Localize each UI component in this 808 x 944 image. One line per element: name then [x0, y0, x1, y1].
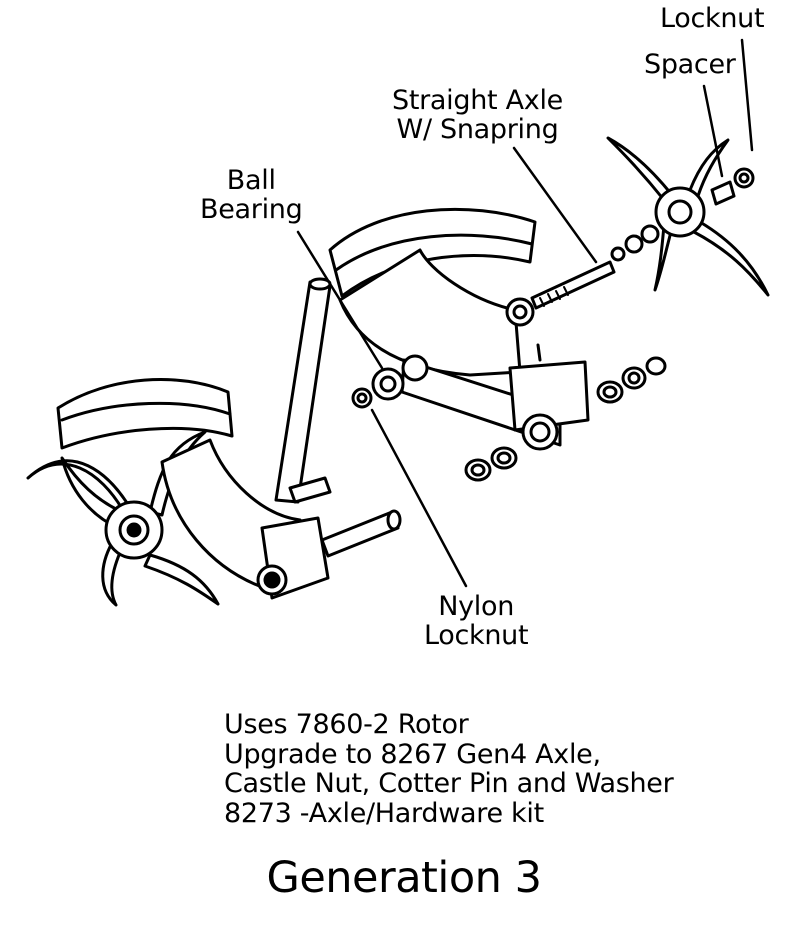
- left-hood-edge: [60, 401, 232, 422]
- note-kit: 8273 -Axle/Hardware kit: [224, 797, 544, 829]
- right-tine-top-left: [606, 136, 674, 202]
- center-cover: [508, 360, 590, 432]
- drive-tube: [274, 280, 332, 504]
- note-upgrade: Upgrade to 8267 Gen4 Axle,: [224, 738, 601, 770]
- leader-straight-axle: [512, 146, 598, 264]
- left-axle-boss-inner: [263, 571, 281, 589]
- caption-generation: Generation 3: [266, 853, 542, 903]
- leader-locknut: [740, 38, 754, 152]
- right-tine-bottom-left: [653, 223, 674, 292]
- label-straight-axle-line1: Straight Axle: [392, 85, 563, 116]
- center-housing-body: [338, 248, 522, 377]
- label-ball-bearing-line1: Ball: [226, 165, 276, 196]
- note-rotor: Uses 7860-2 Rotor: [224, 709, 469, 740]
- right-tine-top-right: [688, 138, 730, 198]
- washer-lower-2-inner: [496, 451, 512, 465]
- washer-right-3: [645, 356, 667, 376]
- center-housing-assembly: [328, 207, 590, 451]
- label-nylon-locknut-line1: Nylon: [438, 591, 515, 622]
- label-straight-axle-line2: W/ Snapring: [396, 114, 559, 145]
- axle-washer-1: [624, 234, 644, 254]
- left-tine-assembly: [26, 277, 402, 607]
- left-tine-bottom-right: [143, 553, 220, 606]
- snapring: [610, 246, 626, 262]
- center-arm-boss: [401, 354, 429, 382]
- right-hub-inner: [667, 199, 693, 225]
- left-hood: [56, 378, 234, 450]
- right-tine-bottom-right: [692, 220, 770, 297]
- label-nylon-locknut: Nylon Locknut: [424, 591, 529, 651]
- loose-hardware: [351, 356, 667, 482]
- left-tine-bottom-left: [101, 541, 124, 607]
- label-spacer: Spacer: [644, 49, 736, 80]
- axle-thread: [539, 286, 569, 307]
- label-outer-locknut: Locknut: [660, 3, 765, 34]
- notes-block: Uses 7860-2 Rotor Upgrade to 8267 Gen4 A…: [224, 709, 674, 829]
- drive-tube-bracket: [288, 476, 332, 504]
- left-hub-nut: [126, 522, 142, 538]
- ball-bearing-part-inner: [379, 375, 397, 393]
- right-spacer: [710, 180, 736, 206]
- label-ball-bearing-line2: Bearing: [200, 194, 303, 225]
- leader-ball-bearing: [296, 230, 384, 370]
- leader-lines: [296, 38, 754, 588]
- right-locknut-inner: [738, 172, 750, 184]
- left-tine-far-left: [60, 456, 124, 530]
- bushing-right-1-inner: [602, 385, 618, 399]
- leader-nylon-locknut: [370, 408, 468, 588]
- center-ball-bearing-inner: [512, 304, 528, 320]
- right-tine-assembly: [606, 136, 770, 297]
- label-nylon-locknut-line2: Locknut: [424, 620, 529, 651]
- nylon-locknut-part-inner: [356, 392, 368, 404]
- washer-lower-1-inner: [470, 463, 486, 477]
- center-hood-edge: [334, 233, 534, 272]
- axle-washer-2: [640, 224, 660, 244]
- label-ball-bearing: Ball Bearing: [200, 165, 303, 225]
- washer-right-2-inner: [627, 371, 641, 385]
- leader-spacer: [702, 84, 724, 178]
- center-pin: [536, 343, 542, 362]
- label-straight-axle: Straight Axle W/ Snapring: [392, 86, 563, 144]
- straight-axle: [530, 224, 660, 310]
- left-shaft-end: [386, 509, 402, 531]
- note-hardware: Castle Nut, Cotter Pin and Washer: [224, 768, 674, 799]
- axle-shaft: [530, 260, 616, 310]
- center-boss-inner: [529, 421, 551, 443]
